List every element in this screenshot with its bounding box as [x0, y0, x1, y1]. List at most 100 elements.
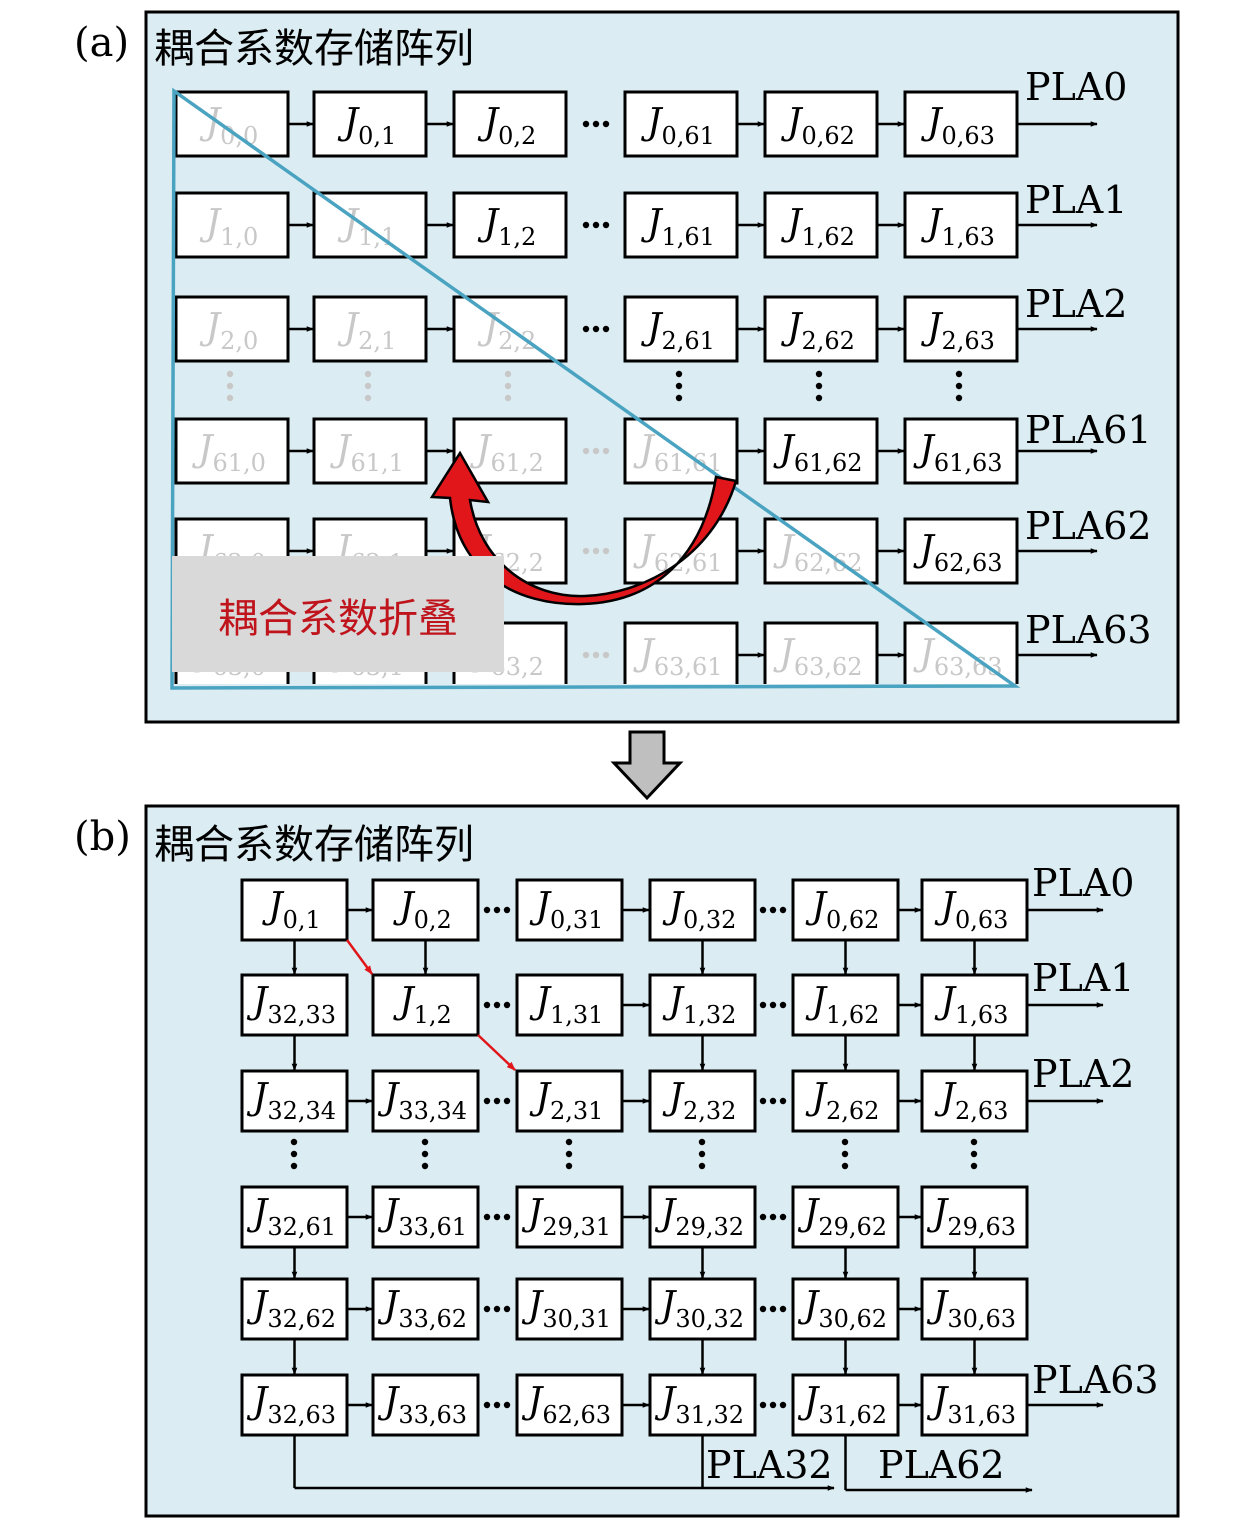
matrix-cell: [312, 295, 428, 363]
matrix-cell: [903, 517, 1019, 585]
output-label: PLA32: [706, 1443, 833, 1487]
output-label: PLA63: [1025, 608, 1152, 652]
output-label: PLA62: [878, 1443, 1005, 1487]
matrix-cell: [240, 973, 349, 1037]
coefficient-label: J61,62: [772, 429, 862, 477]
ellipsis-dots: [759, 1305, 787, 1313]
ellipsis-dots: [483, 1001, 511, 1009]
ellipsis-dots: [582, 325, 610, 333]
matrix-cell: [312, 90, 428, 158]
matrix-cell: [371, 1373, 480, 1437]
vertical-ellipsis: [955, 370, 963, 402]
fold-triangle: [170, 87, 1021, 690]
coefficient-label: J1,0: [199, 203, 259, 251]
ellipsis-dots: [483, 1213, 511, 1221]
coefficient-label: J0,1: [261, 886, 321, 934]
matrix-cell: [371, 1185, 480, 1249]
ellipsis-dots: [483, 1305, 511, 1313]
ellipsis-dots: [582, 651, 610, 659]
ellipsis-dots: [483, 1097, 511, 1105]
matrix-cell: [240, 1185, 349, 1249]
panel-b-title: 耦合系数存储阵列: [154, 822, 474, 868]
matrix-cell: [791, 878, 900, 942]
matrix-cell: [371, 1277, 480, 1341]
matrix-cell: [648, 878, 757, 942]
vertical-ellipsis: [698, 1138, 706, 1170]
ellipsis-dots: [759, 1401, 787, 1409]
matrix-cell: [174, 191, 290, 259]
vertical-ellipsis: [675, 370, 683, 402]
ellipsis-dots: [582, 547, 610, 555]
matrix-cell: [452, 417, 568, 485]
matrix-cell: [920, 1185, 1029, 1249]
matrix-cell: [623, 295, 739, 363]
matrix-cell: [515, 973, 624, 1037]
matrix-cell: [312, 417, 428, 485]
matrix-cell: [763, 517, 879, 585]
ellipsis-dots: [759, 906, 787, 914]
matrix-cell: [648, 973, 757, 1037]
vertical-ellipsis: [565, 1138, 573, 1170]
matrix-cell: [623, 621, 739, 684]
coefficient-label: J62,63: [521, 1381, 611, 1429]
fold-label: 耦合系数折叠: [218, 596, 458, 642]
matrix-cell: [648, 1185, 757, 1249]
matrix-cell: [240, 1069, 349, 1133]
matrix-cell: [371, 1069, 480, 1133]
ellipsis-dots: [582, 447, 610, 455]
matrix-cell: [763, 295, 879, 363]
matrix-cell: [515, 1185, 624, 1249]
output-label: PLA0: [1025, 65, 1127, 109]
vertical-ellipsis: [421, 1138, 429, 1170]
coefficient-label: J1,62: [780, 203, 855, 251]
coefficient-label: J1,63: [920, 203, 995, 251]
matrix-cell: [763, 621, 879, 684]
output-label: PLA1: [1025, 178, 1127, 222]
coefficient-label: J1,62: [805, 981, 880, 1029]
matrix-cell: [623, 517, 739, 585]
coefficient-label: J32,33: [246, 981, 336, 1029]
panel-a-fold-overlay: 耦合系数折叠: [170, 87, 1021, 690]
matrix-cell: [371, 878, 480, 942]
output-label: PLA2: [1025, 282, 1127, 326]
coefficient-label: J30,32: [654, 1285, 744, 1333]
fold-label-box: [172, 556, 504, 672]
coefficient-label: J63,61: [632, 633, 722, 681]
vertical-ellipsis: [504, 370, 512, 402]
ellipsis-dots: [483, 906, 511, 914]
matrix-cell: [240, 878, 349, 942]
vertical-ellipsis: [364, 370, 372, 402]
ellipsis-dots: [759, 1001, 787, 1009]
output-label: PLA62: [1025, 504, 1152, 548]
matrix-cell: [903, 417, 1019, 485]
ellipsis-dots: [483, 1401, 511, 1409]
matrix-cell: [452, 90, 568, 158]
matrix-cell: [371, 973, 480, 1037]
fold-arrow-icon: [429, 450, 738, 606]
output-label: PLA0: [1032, 861, 1134, 905]
matrix-cell: [648, 1277, 757, 1341]
panel-a-tag: (a): [74, 20, 129, 66]
matrix-cell: [452, 191, 568, 259]
matrix-cell: [515, 1277, 624, 1341]
vertical-ellipsis: [815, 370, 823, 402]
ellipsis-dots: [582, 120, 610, 128]
output-label: PLA63: [1032, 1358, 1159, 1402]
matrix-cell: [174, 295, 290, 363]
matrix-cell: [920, 1373, 1029, 1437]
panel-b-tag: (b): [74, 814, 131, 860]
matrix-cell: [240, 1277, 349, 1341]
matrix-cell: [903, 90, 1019, 158]
vertical-ellipsis: [970, 1138, 978, 1170]
ellipsis-dots: [582, 221, 610, 229]
fold-link-arrow: [345, 939, 374, 975]
matrix-cell: [791, 973, 900, 1037]
ellipsis-dots: [759, 1097, 787, 1105]
matrix-cell: [515, 1069, 624, 1133]
output-label: PLA1: [1032, 956, 1134, 1000]
coefficient-label: J29,63: [926, 1193, 1016, 1241]
matrix-cell: [791, 1373, 900, 1437]
